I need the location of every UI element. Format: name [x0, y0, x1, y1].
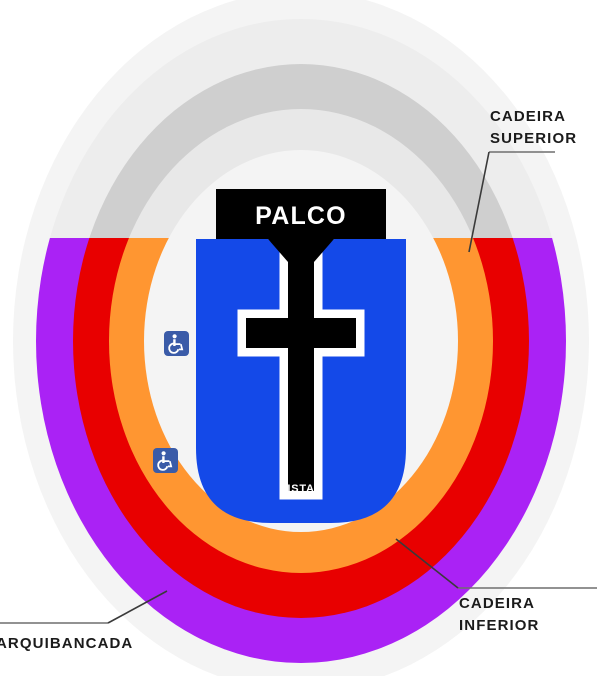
wheelchair-icon-1[interactable]	[164, 331, 189, 356]
stage-palco[interactable]: PALCO	[216, 189, 386, 290]
callout-cadeira-superior-line1: CADEIRA	[490, 108, 566, 125]
callout-arquibancada-line1: ARQUIBANCADA	[0, 635, 133, 652]
callout-cadeira-superior[interactable]: CADEIRA SUPERIOR	[468, 108, 577, 253]
wheelchair-icon	[168, 334, 184, 354]
callout-cadeira-superior-line2: SUPERIOR	[490, 130, 577, 147]
callout-cadeira-inferior-line1: CADEIRA	[459, 595, 535, 612]
callout-cadeira-inferior[interactable]: CADEIRA INFERIOR	[395, 538, 597, 634]
stage-label: PALCO	[255, 202, 347, 230]
wheelchair-icon-2[interactable]	[153, 448, 178, 473]
pista-label: PISTA	[279, 483, 315, 495]
callout-cadeira-inferior-line2: INFERIOR	[459, 617, 539, 634]
stage-runway-cross	[237, 231, 365, 500]
callout-arquibancada[interactable]: ARQUIBANCADA	[0, 590, 168, 652]
wheelchair-icon	[157, 451, 173, 471]
